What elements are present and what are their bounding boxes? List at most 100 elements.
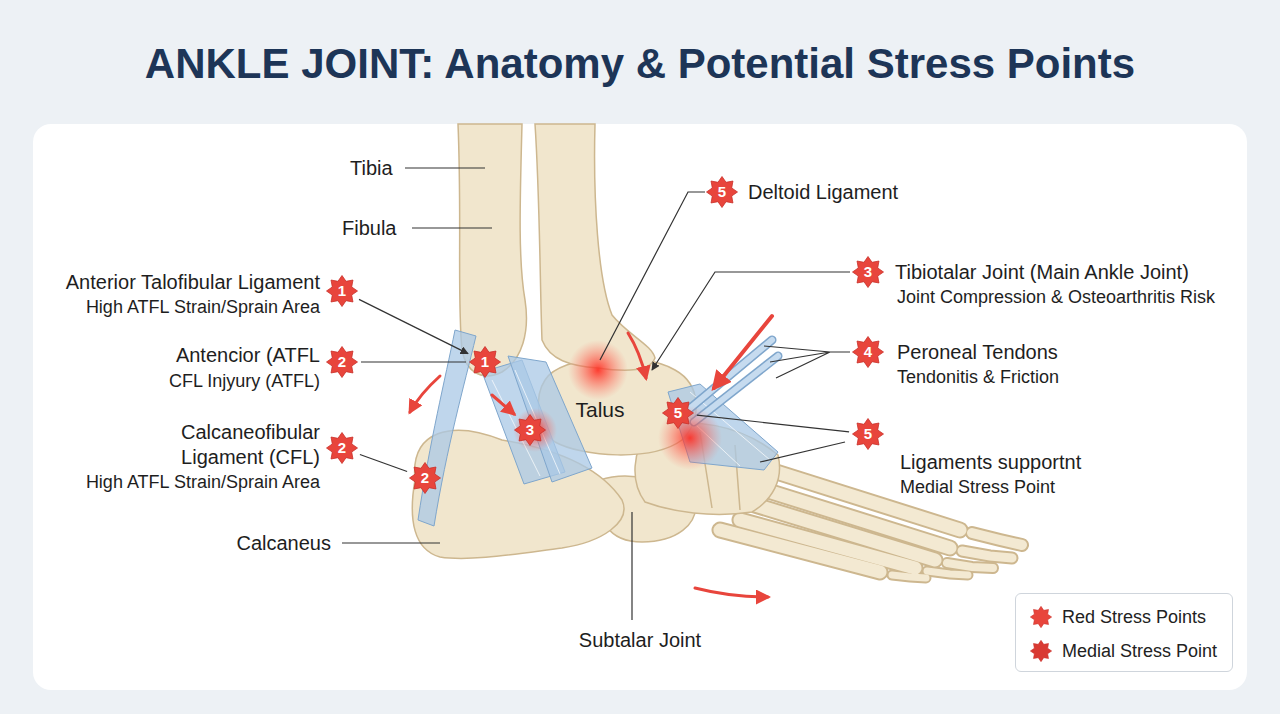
- legend-star: [1030, 640, 1052, 662]
- callout-number: 2: [409, 462, 441, 494]
- leader-connector: [359, 299, 468, 353]
- stress-note: Medial Stress Point: [900, 476, 1055, 499]
- star-shape: [663, 398, 694, 429]
- stress-star: 2: [409, 462, 441, 494]
- star-shape: [410, 463, 441, 494]
- star-shape: [327, 276, 358, 307]
- star-shape: [707, 177, 738, 208]
- joint-label: Tibiotalar Joint (Main Ankle Joint): [895, 260, 1189, 285]
- stress-star: 2: [326, 432, 358, 464]
- star-shape: [327, 433, 358, 464]
- illustration-part: [492, 370, 770, 476]
- ligament-label: Deltoid Ligament: [748, 180, 898, 205]
- stress-note: Tendonitis & Friction: [897, 366, 1059, 389]
- stress-star: 1: [326, 275, 358, 307]
- illustration-part: [947, 563, 993, 568]
- star-shape: [1030, 606, 1051, 627]
- illustration-part: [688, 340, 772, 410]
- star-shape: [327, 347, 358, 378]
- stress-star: 3: [514, 414, 546, 446]
- illustration-part: [492, 395, 514, 414]
- ligament-label: Ligaments supportnt: [900, 450, 1081, 475]
- illustration-part: [568, 340, 628, 400]
- tendon-label: Peroneal Tendons: [897, 340, 1058, 365]
- leader-lines: [342, 168, 850, 620]
- callout-number: 1: [326, 275, 358, 307]
- illustration-part: [410, 376, 440, 412]
- callout-number: 3: [852, 256, 884, 288]
- illustration-part: [892, 575, 926, 578]
- bone-label: Talus: [575, 397, 624, 423]
- ligament-label: Anterior Talofibular Ligament: [66, 270, 320, 295]
- legend-text: Medial Stress Point: [1062, 637, 1232, 665]
- legend-item: Red Stress Points: [1016, 603, 1232, 631]
- illustration-part: [764, 346, 850, 378]
- star-shape: [470, 347, 501, 378]
- stress-note: High ATFL Strain/Sprain Area: [86, 471, 320, 494]
- illustration-part: [342, 542, 440, 543]
- ligament-label: Calcaneofibular Ligament (CFL): [150, 420, 320, 470]
- legend-box: Red Stress PointsMedial Stress Point: [1015, 593, 1233, 672]
- illustration-part: [412, 227, 492, 228]
- legend-item: Medial Stress Point: [1016, 637, 1232, 665]
- illustration-part: [962, 551, 1012, 558]
- legend-text: Red Stress Points: [1062, 603, 1232, 631]
- illustration-part: [760, 442, 845, 462]
- joint-label: Subtalar Joint: [579, 628, 701, 653]
- callout-number: 2: [326, 432, 358, 464]
- star-shape: [853, 257, 884, 288]
- star-shape: [853, 419, 884, 450]
- illustration-part: [652, 272, 850, 370]
- leg-bone: [535, 124, 655, 370]
- illustration-part: [695, 588, 768, 597]
- callout-number: 4: [852, 336, 884, 368]
- illustration-part: [892, 575, 926, 578]
- leader-connector: [361, 361, 466, 362]
- callout-number: 2: [326, 346, 358, 378]
- stress-note: High ATFL Strain/Sprain Area: [86, 296, 320, 319]
- leader-connector: [360, 455, 407, 472]
- illustration-part: [513, 408, 557, 452]
- illustration-part: [628, 333, 646, 378]
- stress-note: CFL Injyury (ATFL): [169, 370, 320, 393]
- stress-note: Joint Compression & Osteoarthritis Risk: [897, 286, 1215, 309]
- illustration-part: [927, 571, 968, 575]
- illustration-part: [947, 563, 993, 568]
- callout-number: 3: [514, 414, 546, 446]
- illustration-part: [631, 512, 632, 620]
- illustration-part: [972, 533, 1022, 545]
- tarsal-bones: [412, 124, 779, 558]
- stress-glow: [513, 340, 722, 470]
- illustration-part: [600, 192, 705, 360]
- stress-star: 5: [852, 418, 884, 450]
- star-shape: [853, 337, 884, 368]
- stress-star: 1: [469, 346, 501, 378]
- callout-number: 5: [662, 397, 694, 429]
- diagram-title: ANKLE JOINT: Anatomy & Potential Stress …: [0, 40, 1280, 88]
- leader-connector: [697, 415, 849, 432]
- bone-label: Calcaneus: [236, 531, 331, 556]
- callout-number: 5: [706, 176, 738, 208]
- stress-star: 2: [326, 346, 358, 378]
- illustration-part: [405, 167, 485, 168]
- illustration-part: [720, 530, 880, 572]
- stress-star: 5: [662, 397, 694, 429]
- legend-star: [1030, 606, 1052, 628]
- ligament-label: Antencior (ATFL: [176, 343, 320, 368]
- panel: [33, 124, 1247, 690]
- illustration-part: [927, 571, 968, 575]
- stress-star: 4: [852, 336, 884, 368]
- illustration-part: [962, 551, 1012, 558]
- stress-star: 3: [852, 256, 884, 288]
- star-shape: [1030, 640, 1051, 661]
- callout-number: 5: [852, 418, 884, 450]
- callout-number: 1: [469, 346, 501, 378]
- bone-label: Fibula: [342, 216, 396, 241]
- stress-star: 5: [706, 176, 738, 208]
- stress-arrows: [410, 316, 772, 597]
- illustration-part: [714, 316, 772, 388]
- illustration-part: [418, 330, 476, 526]
- ligaments: [418, 330, 778, 526]
- star-shape: [515, 415, 546, 446]
- bone-label: Tibia: [350, 156, 393, 181]
